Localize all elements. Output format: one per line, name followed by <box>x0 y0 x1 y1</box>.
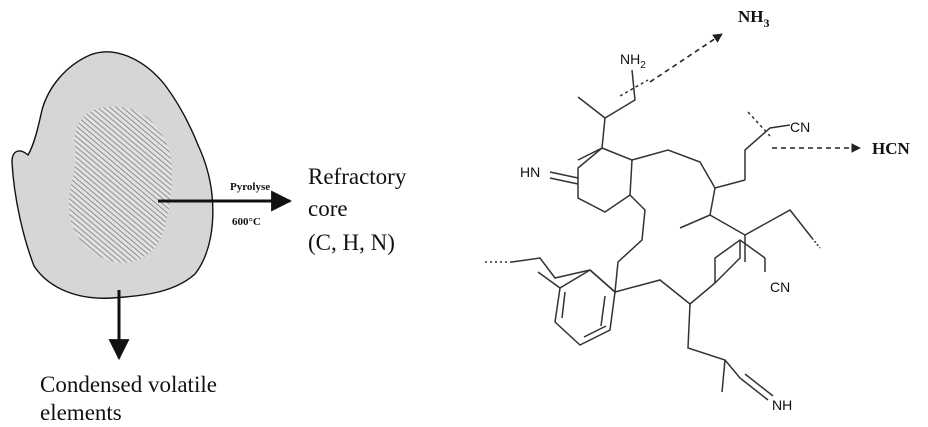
branch-right-bond <box>744 209 813 239</box>
core-label-line-1: Refractory <box>308 164 407 189</box>
left-chain-bond <box>511 257 591 279</box>
cn-top-chain-bond <box>744 124 791 180</box>
imine-bond-2 <box>549 177 579 185</box>
imine-bond <box>549 171 579 179</box>
cn-bottom-chain-bond <box>714 240 741 284</box>
nh3-label: NH3 <box>738 7 770 30</box>
cut-mark-nh2 <box>619 79 649 97</box>
right-chain-bond <box>631 149 746 189</box>
ring-upper-bond <box>577 117 606 161</box>
benzene-ring <box>554 269 616 346</box>
cn-top-group-label: CN <box>790 119 810 135</box>
bottom-methyl-bond <box>721 359 726 393</box>
hcn-label: HCN <box>872 139 911 158</box>
benzene-inner-3 <box>583 325 607 338</box>
nh-group-label: NH <box>772 397 792 413</box>
polymer-structure <box>484 69 821 401</box>
core-label-line-2: core <box>308 196 348 221</box>
imine-bottom-bond-2 <box>744 373 774 397</box>
benzene-inner-1 <box>600 295 606 327</box>
nh2-group-label: NH2 <box>620 51 646 71</box>
imine-bottom-bond <box>739 377 769 401</box>
backbone-bond <box>577 96 606 119</box>
particle <box>11 51 214 299</box>
bottom-chain-bond <box>687 303 741 379</box>
branch-lower-bond <box>709 187 746 262</box>
particle-core-hatched <box>68 106 172 263</box>
cn-bottom-group-label: CN <box>770 279 790 295</box>
lower-right-chain-bond <box>614 239 766 305</box>
benzene-methyl-bond <box>537 271 561 289</box>
volatile-label-line-2: elements <box>40 400 122 425</box>
temperature-label: 600°C <box>232 216 261 228</box>
benzene-inner-2 <box>561 291 566 319</box>
cut-mark-cn <box>747 111 771 137</box>
chain-end-dash-right <box>811 237 821 249</box>
core-label-line-3: (C, H, N) <box>308 230 395 255</box>
nh2-arm-bond <box>604 69 636 119</box>
hn-group-label: HN <box>520 164 540 180</box>
branch-methyl-bond <box>679 214 711 229</box>
volatile-label-line-1: Condensed volatile <box>40 372 217 397</box>
process-label: Pyrolyse <box>230 181 270 193</box>
nh3-release-arrow <box>649 33 723 83</box>
cyclohexane-ring <box>577 147 633 213</box>
